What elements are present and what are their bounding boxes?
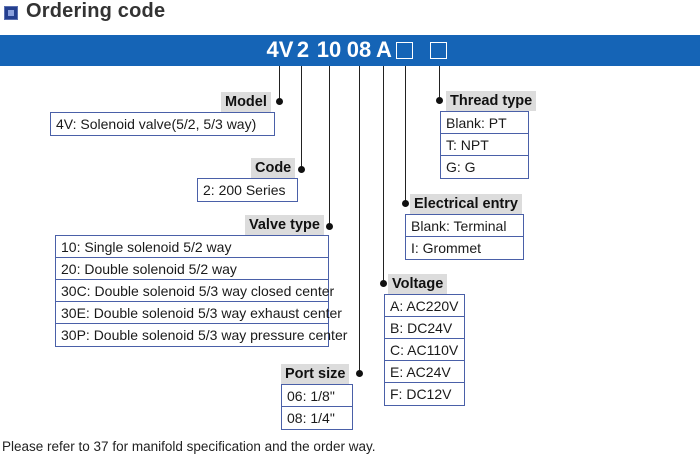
- leader-model: [279, 66, 280, 101]
- leader-voltage: [383, 66, 384, 284]
- voltage-table: A: AC220V B: DC24V C: AC110V E: AC24V F:…: [384, 294, 465, 406]
- code-segment-series: 2: [296, 37, 310, 62]
- leader-valve-type: [329, 66, 330, 227]
- port-size-option: 06: 1/8": [282, 385, 352, 407]
- leader-dot-thread-type: [436, 97, 443, 104]
- valve-type-option: 30C: Double solenoid 5/3 way closed cent…: [56, 280, 334, 302]
- model-option: 4V: Solenoid valve(5/2, 5/3 way): [56, 116, 257, 132]
- leader-code: [301, 66, 302, 170]
- leader-electrical-entry: [405, 66, 406, 204]
- thread-type-option: G: G: [446, 159, 476, 175]
- leader-dot-model: [276, 98, 283, 105]
- thread-type-label: Thread type: [446, 91, 537, 111]
- footnote: Please refer to 37 for manifold specific…: [2, 439, 376, 454]
- voltage-option: A: AC220V: [385, 295, 464, 317]
- code-segment-voltage: A: [376, 37, 392, 62]
- voltage-option: E: AC24V: [385, 361, 464, 383]
- ordering-code-banner: [0, 35, 700, 66]
- leader-dot-port-size: [356, 370, 363, 377]
- thread-type-option: T: NPT: [441, 134, 528, 156]
- page-title: Ordering code: [26, 0, 166, 22]
- code-table: 2: 200 Series: [197, 178, 298, 202]
- electrical-entry-option: I: Grommet: [411, 240, 482, 256]
- valve-type-option: 30E: Double solenoid 5/3 way exhaust cen…: [56, 302, 342, 324]
- code-segment-valve-type: 10: [316, 37, 342, 62]
- code-segment-model: 4V: [266, 37, 294, 62]
- leader-dot-electrical-entry: [402, 200, 409, 207]
- leader-port-size: [359, 66, 360, 374]
- model-label: Model: [221, 92, 271, 112]
- electrical-entry-option: Blank: Terminal: [406, 215, 523, 237]
- port-size-option: 08: 1/4": [287, 410, 335, 426]
- valve-type-label: Valve type: [245, 215, 324, 235]
- leader-dot-code: [298, 166, 305, 173]
- electrical-entry-table: Blank: Terminal I: Grommet: [405, 214, 524, 260]
- model-table: 4V: Solenoid valve(5/2, 5/3 way): [50, 112, 275, 136]
- thread-type-option: Blank: PT: [441, 112, 528, 134]
- valve-type-option: 30P: Double solenoid 5/3 way pressure ce…: [61, 327, 348, 343]
- title-bullet-icon: [4, 6, 18, 20]
- valve-type-table: 10: Single solenoid 5/2 way 20: Double s…: [55, 235, 348, 347]
- port-size-table: 06: 1/8" 08: 1/4": [281, 384, 353, 430]
- voltage-option: B: DC24V: [385, 317, 464, 339]
- valve-type-option: 10: Single solenoid 5/2 way: [56, 236, 328, 258]
- thread-type-table: Blank: PT T: NPT G: G: [440, 111, 529, 179]
- leader-dot-valve-type: [326, 223, 333, 230]
- leader-dot-voltage: [380, 280, 387, 287]
- port-size-label: Port size: [281, 364, 350, 384]
- voltage-option: C: AC110V: [385, 339, 464, 361]
- code-segment-port-size: 08: [346, 37, 372, 62]
- code-box-electrical-entry: [396, 42, 413, 59]
- electrical-entry-label: Electrical entry: [410, 194, 522, 214]
- leader-thread-type: [439, 66, 440, 101]
- voltage-option: F: DC12V: [390, 386, 452, 402]
- valve-type-option: 20: Double solenoid 5/2 way: [56, 258, 328, 280]
- code-option: 2: 200 Series: [203, 182, 286, 198]
- code-box-thread-type: [430, 42, 447, 59]
- code-label: Code: [251, 158, 296, 178]
- voltage-label: Voltage: [388, 274, 448, 294]
